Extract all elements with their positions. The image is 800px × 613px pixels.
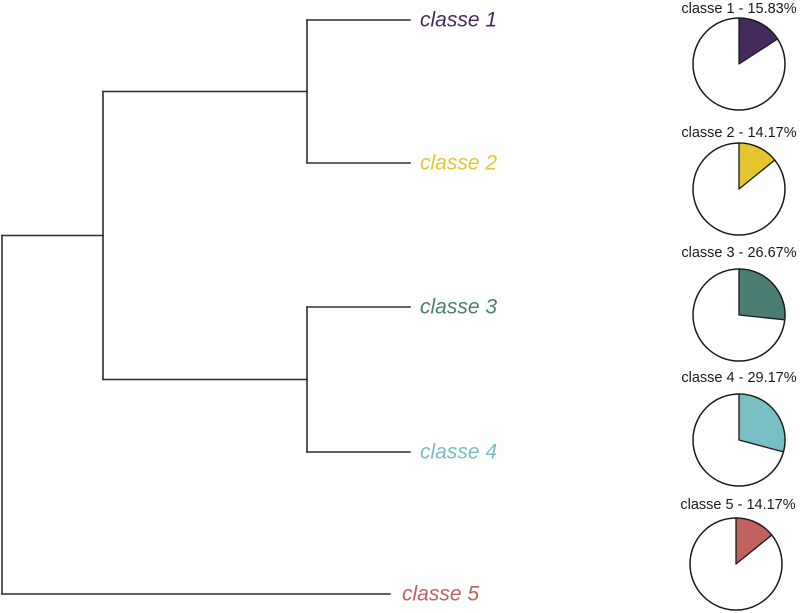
dendrogram-leaf-label-classe-1: classe 1 [420, 9, 497, 32]
pie-chart-classe-3: classe 3 - 26.67% [681, 245, 797, 362]
dendrogram-leaf-label-classe-4: classe 4 [420, 441, 497, 464]
pie-slice-classe-4 [738, 393, 786, 453]
pie-chart-classe-2: classe 2 - 14.17% [681, 125, 797, 236]
pie-title-classe-4: classe 4 - 29.17% [681, 370, 796, 386]
dendrogram: classe 1 classe 2 classe 3 classe 4 classe 5 [1, 9, 497, 606]
pie-slice-classe-1 [738, 17, 779, 65]
pie-title-classe-2: classe 2 - 14.17% [681, 125, 796, 141]
dendrogram-leaf-label-classe-5: classe 5 [402, 583, 479, 606]
pie-chart-classe-5: classe 5 - 14.17% [680, 497, 796, 611]
pie-slice-classe-3 [738, 268, 786, 321]
pie-chart-classe-1: classe 1 - 15.83% [681, 1, 797, 111]
pie-chart-classe-4: classe 4 - 29.17% [681, 370, 797, 487]
pie-title-classe-3: classe 3 - 26.67% [681, 245, 796, 261]
dendrogram-leaf-label-classe-3: classe 3 [420, 296, 497, 319]
pie-title-classe-5: classe 5 - 14.17% [680, 497, 795, 513]
dendrogram-leaf-label-classe-2: classe 2 [420, 152, 497, 175]
pie-title-classe-1: classe 1 - 15.83% [681, 1, 796, 17]
pie-slice-classe-5 [735, 517, 773, 565]
pie-slice-classe-2 [738, 142, 776, 190]
